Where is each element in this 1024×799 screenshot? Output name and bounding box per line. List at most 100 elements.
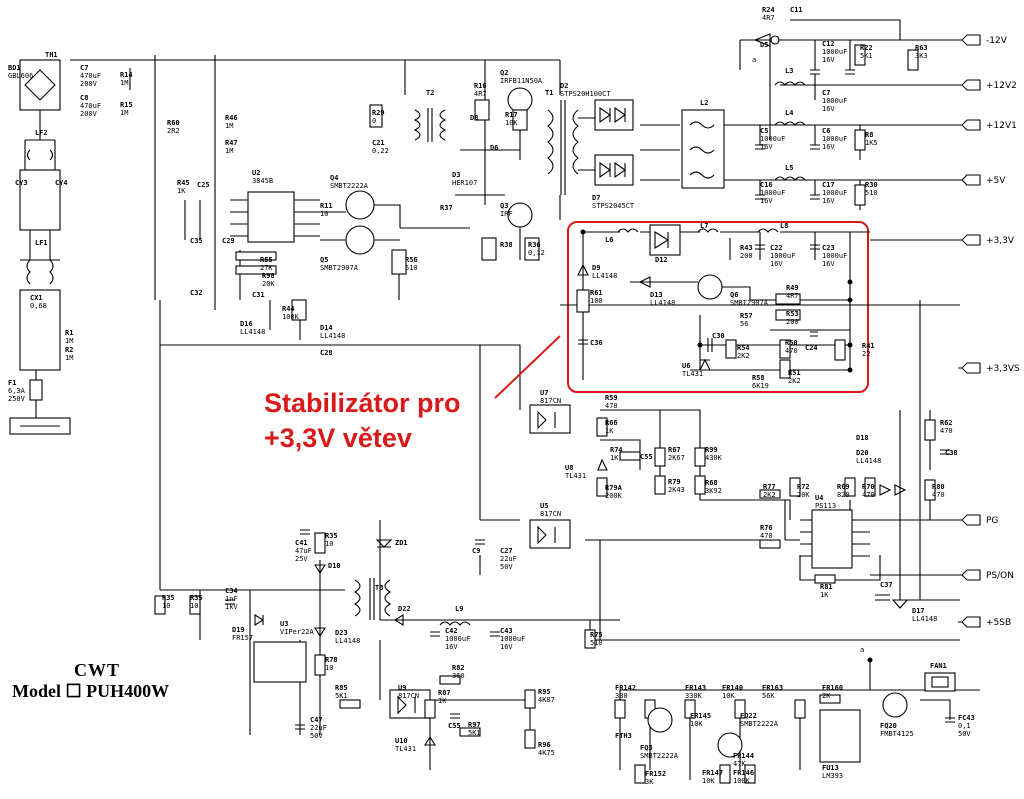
component-value: 1000uF — [760, 135, 785, 143]
component-value: GBU606 — [8, 72, 33, 80]
component-ref: C28 — [320, 349, 333, 357]
component-value: 1M — [225, 147, 233, 155]
component-value: 3K — [645, 778, 654, 786]
component-value: 50V — [958, 730, 971, 738]
component-ref: R30 — [865, 181, 878, 189]
component-ref: R60 — [167, 119, 180, 127]
annotation-line-2: +3,3V větev — [264, 423, 412, 453]
component-value: 2R2 — [167, 127, 180, 135]
component-ref: R35 — [162, 594, 175, 602]
component-ref: R85 — [335, 684, 348, 692]
annotation-note: Stabilizátor pro +3,3V větev — [264, 386, 524, 456]
component-ref: R77 — [763, 483, 776, 491]
component-value: PS113 — [815, 502, 836, 510]
component-ref: R76 — [760, 524, 773, 532]
component-value: 10K — [505, 119, 518, 127]
component-ref: R41 — [862, 342, 875, 350]
component-ref: D14 — [320, 324, 333, 332]
component-value: 1M — [120, 109, 128, 117]
component-ref: C37 — [880, 581, 893, 589]
component-ref: R66 — [605, 419, 618, 427]
component-ref: C42 — [445, 627, 458, 635]
component-value: 820 — [837, 491, 850, 499]
component-ref: BD1 — [8, 64, 21, 72]
component-value: 3K3 — [915, 52, 928, 60]
component-ref: R2 — [65, 346, 73, 354]
component-value: LL4148 — [335, 637, 360, 645]
model-prefix: Model — [12, 681, 61, 701]
component-value: 16V — [822, 143, 835, 151]
component-ref: R79A — [605, 484, 623, 492]
component-ref: C55 — [640, 453, 653, 461]
component-value: 2K43 — [668, 486, 685, 494]
output-port-arrow — [958, 174, 981, 186]
component-ref: C16 — [760, 181, 773, 189]
component-ref: C47 — [310, 716, 323, 724]
component-value: TL431 — [682, 370, 703, 378]
component-ref: C29 — [222, 237, 235, 245]
component-value: 16V — [770, 260, 783, 268]
component-value: VIPer22A — [280, 628, 315, 636]
component-value: 250V — [8, 395, 26, 403]
component-ref: C7 — [80, 64, 88, 72]
component-value: STPS2045CT — [592, 202, 635, 210]
component-value: 1M — [225, 122, 233, 130]
component-ref: R8 — [865, 131, 873, 139]
component-value: 1000uF — [822, 252, 847, 260]
component-value: 817CN — [398, 692, 419, 700]
component-ref: L9 — [455, 605, 463, 613]
component-value: 1K — [820, 591, 829, 599]
component-ref: R1 — [65, 329, 73, 337]
component-value: 10 — [325, 664, 333, 672]
component-ref: U5 — [540, 502, 548, 510]
component-value: 47K — [733, 760, 746, 768]
component-value: 330 — [615, 692, 628, 700]
component-value: SMBT2222A — [330, 182, 369, 190]
component-ref: U9 — [398, 684, 406, 692]
u4-ic — [811, 509, 853, 569]
component-value: 10 — [190, 602, 198, 610]
component-value: 50V — [310, 732, 323, 740]
component-value: 10 — [320, 210, 328, 218]
component-ref: L4 — [785, 109, 793, 117]
component-ref: D3 — [452, 171, 460, 179]
component-ref: D19 — [232, 626, 245, 634]
component-value: 0,12 — [528, 249, 545, 257]
component-ref: Q6 — [730, 291, 738, 299]
component-ref: D6 — [490, 144, 498, 152]
component-ref: R56 — [405, 256, 418, 264]
component-value: 22 — [862, 350, 870, 358]
component-ref: D9 — [592, 264, 600, 272]
component-ref: FAN1 — [930, 662, 947, 670]
component-value: 360 — [452, 672, 465, 680]
output-port-arrow — [958, 569, 981, 581]
component-ref: C11 — [790, 6, 803, 14]
component-ref: L8 — [780, 222, 788, 230]
component-value: 470uF — [80, 72, 101, 80]
component-ref: FR160 — [822, 684, 843, 692]
component-value: 510 — [590, 639, 603, 647]
component-value: 16V — [822, 56, 835, 64]
component-ref: T1 — [545, 89, 553, 97]
component-ref: D17 — [912, 607, 925, 615]
component-value: 16V — [760, 197, 773, 205]
component-ref: ZD1 — [395, 539, 408, 547]
component-ref: R63 — [915, 44, 928, 52]
component-ref: R35 — [190, 594, 203, 602]
component-value: 1000uF — [500, 635, 525, 643]
component-ref: R97 — [468, 721, 481, 729]
component-ref: D22 — [398, 605, 411, 613]
component-value: 6,3A — [8, 387, 26, 395]
component-value: 50V — [500, 563, 513, 571]
component-value: 1000uF — [822, 189, 847, 197]
component-value: 10 — [162, 602, 170, 610]
component-ref: R36 — [528, 241, 541, 249]
component-value: LL4148 — [320, 332, 345, 340]
component-ref: C9 — [472, 547, 480, 555]
output-port-arrow — [958, 79, 981, 91]
component-ref: R16 — [474, 82, 487, 90]
component-ref: D5 — [760, 41, 768, 49]
component-ref: D2 — [560, 82, 568, 90]
component-ref: R43 — [740, 244, 753, 252]
